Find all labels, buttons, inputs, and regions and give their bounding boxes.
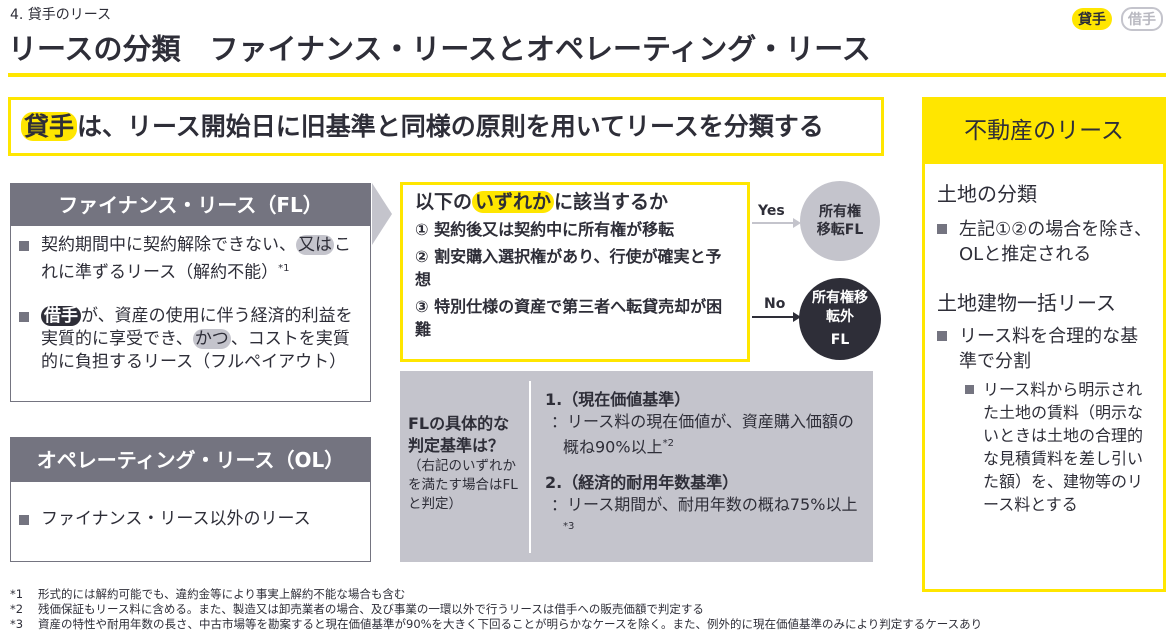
footnote-mark: *1 xyxy=(10,587,24,601)
land-item: 左記①②の場合を除き、OLと推定される xyxy=(925,207,1163,267)
criterion-text: ：リース料の現在価値が、資産購入価額の概ね90%以上*2 xyxy=(545,411,865,458)
standard-divider xyxy=(529,381,531,553)
footnote-ref: *1 xyxy=(278,263,290,274)
land-building-subitem: リース料から明示された土地の賃料（明示ないときは土地の合理的な見積賃料を差し引い… xyxy=(925,374,1163,516)
no-label: No xyxy=(764,296,786,312)
text: 所有権移転FL xyxy=(816,204,864,238)
bullet-icon xyxy=(965,385,974,394)
title-divider xyxy=(8,73,1166,77)
highlight: 又は xyxy=(296,235,334,255)
realestate-panel: 不動産のリース 土地の分類 左記①②の場合を除き、OLと推定される 土地建物一括… xyxy=(922,97,1166,592)
standard-criteria: 1.（現在価値基準） ：リース料の現在価値が、資産購入価額の概ね90%以上*2 … xyxy=(545,389,865,542)
yes-result-circle: 所有権移転FL xyxy=(800,181,880,261)
footnote: *1 形式的には解約可能でも、違約金等により事実上解約不能な場合も含む xyxy=(10,587,982,602)
banner-highlight: 貸手 xyxy=(21,112,78,141)
ol-box: オペレーティング・リース（OL） ファイナンス・リース以外のリース xyxy=(10,437,371,562)
bullet-icon xyxy=(19,515,29,525)
footnote-ref: *2 xyxy=(662,438,674,449)
criterion-title: 2.（経済的耐用年数基準） xyxy=(545,473,739,493)
footnote-mark: *3 xyxy=(10,617,24,631)
text: 所有権移転外 xyxy=(812,289,868,325)
criterion-title: 1.（現在価値基準） xyxy=(545,390,691,409)
realestate-title: 不動産のリース xyxy=(925,100,1163,164)
yes-label: Yes xyxy=(758,203,785,219)
tag-lessee: 借手 xyxy=(1121,7,1163,31)
land-heading: 土地の分類 xyxy=(937,182,1037,206)
chevron-right-icon xyxy=(372,183,392,245)
criteria-item: ① 契約後又は契約中に所有権が移転 xyxy=(415,220,675,239)
text: （右記のいずれかを満たす場合はFLと判定） xyxy=(408,458,518,512)
no-arrow xyxy=(752,316,796,318)
text: ：リース期間が、耐用年数の概ね75%以上 xyxy=(551,495,858,515)
text: FL xyxy=(830,331,850,348)
no-result-circle: 所有権移転外 FL xyxy=(799,278,881,360)
footnote-ref: *3 xyxy=(563,521,575,533)
highlight: 借手 xyxy=(41,305,81,326)
criteria-item: ② 割安購入選択権があり、行使が確実と予想 xyxy=(415,247,722,289)
fl-box: ファイナンス・リース（FL） 契約期間中に契約解除できない、又はこれに準ずるリー… xyxy=(10,183,371,402)
text: リース料を合理的な基準で分割 xyxy=(959,326,1139,372)
section-label: 4. 貸手のリース xyxy=(10,7,112,23)
footnotes: *1 形式的には解約可能でも、違約金等により事実上解約不能な場合も含む *2 残価保… xyxy=(10,587,982,632)
fl-item-2: 借手が、資産の使用に伴う経済的利益を実質的に享受でき、かつ、コストを実質的に負担… xyxy=(11,285,370,374)
bullet-icon xyxy=(19,311,29,322)
yes-arrow xyxy=(752,222,796,224)
text: 、コストを実質的に負担するリース（フルペイアウト） xyxy=(41,328,350,372)
fl-title: ファイナンス・リース（FL） xyxy=(11,184,370,226)
text: ：リース料の現在価値が、資産購入価額の概ね90%以上 xyxy=(551,412,854,457)
page-title: リースの分類 ファイナンス・リースとオペレーティング・リース xyxy=(8,32,871,66)
text: これに準ずるリース（解約不能） xyxy=(41,235,351,283)
text: 契約期間中に契約解除できない、 xyxy=(41,235,296,255)
standard-question: FLの具体的な判定基準は？（右記のいずれかを満たす場合はFLと判定） xyxy=(408,413,523,514)
text: FLの具体的な判定基準は？ xyxy=(408,414,510,455)
text: ファイナンス・リース以外のリース xyxy=(41,509,311,529)
no-arrowhead-icon xyxy=(793,312,801,322)
text: が、資産の使用に伴う経済的利益を実質的に享受でき、 xyxy=(41,305,353,349)
highlight: いずれか xyxy=(472,191,555,213)
bullet-icon xyxy=(937,331,947,341)
standard-box: FLの具体的な判定基準は？（右記のいずれかを満たす場合はFLと判定） 1.（現在… xyxy=(400,371,873,562)
tag-lessor: 貸手 xyxy=(1072,8,1112,30)
text: に該当するか xyxy=(554,191,669,213)
criteria-item: ③ 特別仕様の資産で第三者へ転貸売却が困難 xyxy=(415,297,723,339)
land-building-heading: 土地建物一括リース xyxy=(937,291,1116,315)
bullet-icon xyxy=(937,224,947,234)
footnote: *3 資産の特性や耐用年数の長さ、中古市場等を勘案すると現在価値基準が90%を大き… xyxy=(10,617,982,632)
land-building-item: リース料を合理的な基準で分割 xyxy=(925,316,1163,374)
banner-text: は、リース開始日に旧基準と同様の原則を用いてリースを分類する xyxy=(77,112,824,141)
text: 残価保証もリース料に含める。また、製造又は卸売業者の場合、及び事業の一環以外で行… xyxy=(38,602,704,616)
text: 形式的には解約可能でも、違約金等により事実上解約不能な場合も含む xyxy=(38,587,406,601)
yes-arrowhead-icon xyxy=(793,218,801,228)
text: 資産の特性や耐用年数の長さ、中古市場等を勘案すると現在価値基準が90%を大きく下… xyxy=(38,617,983,631)
bullet-icon xyxy=(19,241,29,251)
footnote-mark: *2 xyxy=(10,602,24,616)
ol-item-1: ファイナンス・リース以外のリース xyxy=(11,482,370,531)
highlight: かつ xyxy=(192,328,231,349)
ol-title: オペレーティング・リース（OL） xyxy=(11,438,370,482)
criteria-question: 以下のいずれかに該当するか xyxy=(415,191,735,214)
text: 以下の xyxy=(415,191,473,213)
fl-item-1: 契約期間中に契約解除できない、又はこれに準ずるリース（解約不能）*1 xyxy=(11,226,370,285)
criteria-box: 以下のいずれかに該当するか ① 契約後又は契約中に所有権が移転 ② 割安購入選択… xyxy=(400,182,750,362)
banner: 貸手は、リース開始日に旧基準と同様の原則を用いてリースを分類する xyxy=(8,97,884,156)
text: リース料から明示された土地の賃料（明示ないときは土地の合理的な見積賃料を差し引い… xyxy=(983,380,1144,514)
text: 左記①②の場合を除き、OLと推定される xyxy=(959,219,1153,265)
criterion-text: ：リース期間が、耐用年数の概ね75%以上 *3 xyxy=(545,494,865,541)
footnote: *2 残価保証もリース料に含める。また、製造又は卸売業者の場合、及び事業の一環以外… xyxy=(10,602,982,617)
